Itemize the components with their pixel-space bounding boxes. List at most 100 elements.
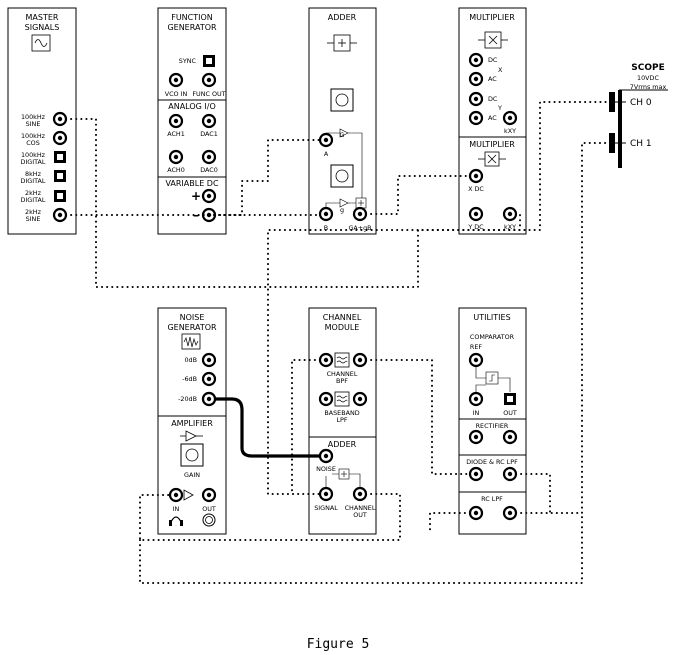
master-2khz-digital-socket[interactable] <box>54 190 66 202</box>
lead-ch-out-to-amp-in <box>139 493 401 541</box>
channel-out-label-1: CHANNEL <box>345 504 376 512</box>
scope-ch1-connector[interactable] <box>609 133 615 153</box>
channel-title-2: MODULE <box>325 323 360 332</box>
fg-title-2: GENERATOR <box>167 23 217 32</box>
mult-x-dc-socket[interactable] <box>468 52 484 68</box>
fg-dac0-socket[interactable] <box>201 149 217 165</box>
master-8khz-digital-socket[interactable] <box>54 170 66 182</box>
fg-func-out-socket[interactable] <box>201 72 217 88</box>
mult2-y-dc-socket[interactable] <box>468 206 484 222</box>
fg-variable-dc-title: VARIABLE DC <box>165 179 219 188</box>
fg-sync-label: SYNC <box>179 57 197 65</box>
fg-minus-label: – <box>193 208 199 222</box>
multiplier-symbol-icon-2 <box>478 151 506 167</box>
channel-bpf-out-socket[interactable] <box>352 352 368 368</box>
amp-out-label: OUT <box>202 505 216 513</box>
amp-out-socket[interactable] <box>201 487 217 503</box>
adder-g-knob-2[interactable] <box>330 164 354 188</box>
fg-title-1: FUNCTION <box>171 13 213 22</box>
adder-small-g-label: g <box>340 206 344 214</box>
mult2-x-dc-socket[interactable] <box>468 168 484 184</box>
adder-g-knob[interactable] <box>330 88 354 112</box>
diode-rc-label: DIODE & RC LPF <box>466 458 518 466</box>
fg-sync-socket[interactable] <box>203 55 215 67</box>
sine-wave-icon <box>31 34 51 52</box>
mult-y-ac-socket[interactable] <box>468 110 484 126</box>
mult-kxy-socket[interactable] <box>502 110 518 126</box>
lead-adder-out-to-mult-xdc <box>365 175 471 215</box>
noise-0db-socket[interactable] <box>201 352 217 368</box>
adder-input-b-socket[interactable] <box>318 206 334 222</box>
adder-b-label: B <box>324 224 328 232</box>
noise-6db-socket[interactable] <box>201 371 217 387</box>
scope-ch1-label: CH 1 <box>630 139 652 149</box>
channel-bpf-in-socket[interactable] <box>318 352 334 368</box>
master-100khz-sine-socket[interactable] <box>52 111 68 127</box>
channel-out-socket[interactable] <box>352 486 368 502</box>
multiplier-title: MULTIPLIER <box>469 13 515 22</box>
noise-20db-socket-top[interactable] <box>201 391 217 407</box>
adder-output-socket[interactable] <box>352 206 368 222</box>
amp-in-socket[interactable] <box>168 487 184 503</box>
mult-dc2-label: DC <box>488 95 498 103</box>
utilities-module: UTILITIES COMPARATOR REF IN OUT RECTIFIE… <box>458 307 527 535</box>
scope-ch0-connector[interactable] <box>609 92 615 112</box>
channel-out-label-2: OUT <box>353 511 367 519</box>
channel-title-1: CHANNEL <box>323 313 362 322</box>
rectifier-out-socket[interactable] <box>502 429 518 445</box>
channel-signal-socket[interactable] <box>318 486 334 502</box>
channel-noise-label: NOISE <box>316 465 336 473</box>
amp-gain-label: GAIN <box>184 471 200 479</box>
adder-symbol-icon <box>327 34 357 52</box>
adder-out-label: GA+gB <box>348 224 371 232</box>
fg-dac1-socket[interactable] <box>201 113 217 129</box>
scope-title: SCOPE <box>631 63 664 73</box>
mult-x-ac-socket[interactable] <box>468 71 484 87</box>
channel-noise-socket-top[interactable] <box>318 448 334 464</box>
lead-noise-to-channel <box>213 397 322 458</box>
diode-rc-in-socket[interactable] <box>468 466 484 482</box>
master-s6-label: 2kHz <box>25 208 42 216</box>
master-s1-label: 100kHz <box>21 113 46 121</box>
adder-input-a-socket[interactable] <box>318 132 334 148</box>
master-2khz-sine-socket[interactable] <box>52 207 68 223</box>
rc-lpf-in-socket[interactable] <box>468 505 484 521</box>
multiplier-title-2: MULTIPLIER <box>469 140 515 149</box>
fg-vdc-plus-socket[interactable] <box>201 188 217 204</box>
rc-lpf-out-socket[interactable] <box>502 505 518 521</box>
scope-module: SCOPE 10VDC 7Vrms max CH 0 CH 1 <box>609 63 668 168</box>
channel-bpf-label-1: CHANNEL <box>327 370 358 378</box>
diode-rc-out-socket[interactable] <box>502 466 518 482</box>
comparator-icon <box>485 371 499 385</box>
fg-vco-in-socket[interactable] <box>168 72 184 88</box>
master-s5-label: 2kHz <box>25 189 42 197</box>
lpf-label-2: LPF <box>336 416 347 424</box>
master-100khz-digital-socket[interactable] <box>54 151 66 163</box>
headphone-jack[interactable] <box>202 513 216 527</box>
noise-6db-label: -6dB <box>182 375 197 383</box>
baseband-lpf-out-socket[interactable] <box>352 391 368 407</box>
fg-ach0-socket[interactable] <box>168 149 184 165</box>
comparator-out-socket[interactable] <box>504 393 516 405</box>
fg-ach1-socket[interactable] <box>168 113 184 129</box>
mult-ac2-label: AC <box>488 114 497 122</box>
lead-rc-lpf-to-scope-ch1 <box>515 142 610 514</box>
master-s2-label: 100kHz <box>21 132 46 140</box>
comparator-ref-socket[interactable] <box>468 352 484 368</box>
ref-label: REF <box>470 343 482 351</box>
rectifier-in-socket[interactable] <box>468 429 484 445</box>
comp-in-label: IN <box>473 409 480 417</box>
master-100khz-cos-socket[interactable] <box>52 130 68 146</box>
mult2-ydc-label: Y DC <box>467 223 484 231</box>
amplifier-gain-knob[interactable] <box>180 443 204 467</box>
mult-y-dc-socket[interactable] <box>468 91 484 107</box>
mult-y-label: Y <box>497 104 502 112</box>
adder-amp-g-icon <box>339 128 349 138</box>
lead-vdc-to-adder-a <box>214 139 321 216</box>
comparator-in-socket[interactable] <box>468 391 484 407</box>
bpf-icon <box>334 352 350 368</box>
master-signals-module: MASTER SIGNALS 100kHz SINE 100kHz COS 10… <box>7 7 77 235</box>
baseband-lpf-in-socket[interactable] <box>318 391 334 407</box>
mult2-kxy-socket[interactable] <box>502 206 518 222</box>
